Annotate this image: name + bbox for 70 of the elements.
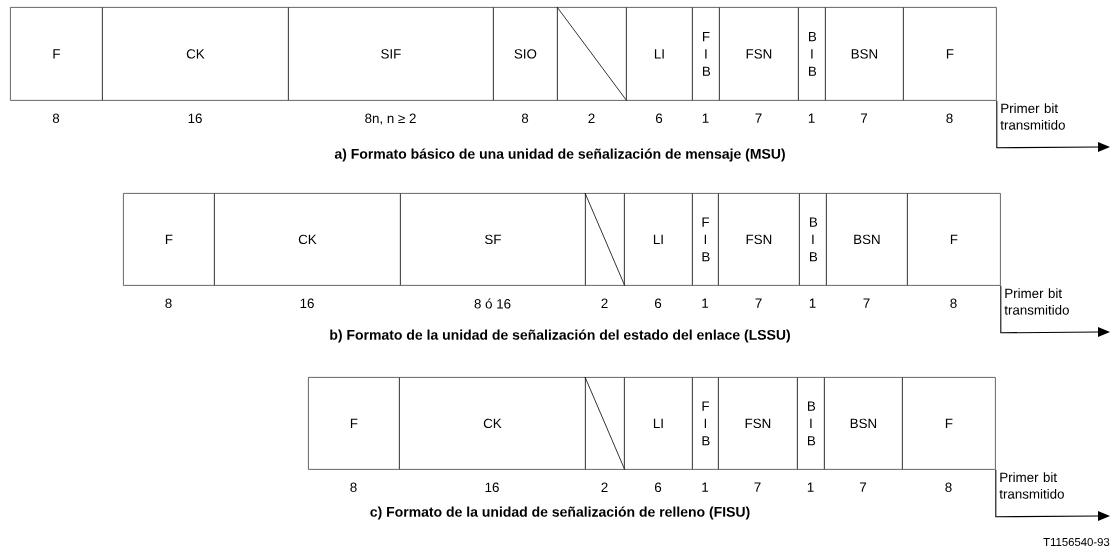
field-cell: LI [626, 7, 693, 101]
field-cell: F [902, 377, 996, 470]
arrow [996, 100, 1110, 152]
edge-label: Primer bit transmitido [1000, 103, 1065, 130]
bit-count: 6 [654, 482, 662, 493]
field-cell: CK [399, 377, 586, 470]
bit-count: 8 [165, 298, 172, 309]
field-cell: FSN [718, 377, 798, 470]
field-cell: CK [102, 7, 289, 101]
bit-count: 8 [52, 113, 60, 124]
bit-count: 8n, n ≥ 2 [365, 113, 416, 125]
bit-count: 1 [702, 298, 709, 308]
hatched-cell [556, 6, 628, 102]
bit-count: 8 ó 16 [474, 298, 511, 309]
bit-count: 1 [809, 298, 816, 308]
bit-count: 16 [485, 482, 499, 493]
bit-count: 2 [601, 298, 608, 308]
field-cell: F I B [692, 377, 719, 470]
field-cell: FSN [718, 193, 800, 286]
bit-count: 8 [350, 482, 357, 493]
bit-count: 1 [808, 113, 815, 123]
field-cell: F [10, 7, 103, 101]
bit-count: 1 [807, 482, 814, 492]
edge-label: Primer bit transmitido [999, 472, 1064, 499]
bit-count: 8 [946, 113, 953, 124]
bit-count: 6 [655, 113, 663, 124]
field-cell: F [907, 193, 1001, 286]
bit-count: 2 [601, 482, 608, 492]
bit-count: 8 [950, 298, 957, 309]
bit-count: 2 [588, 113, 595, 123]
bit-count: 7 [861, 113, 868, 123]
field-cell: SIO [493, 7, 558, 101]
field-cell: B I B [797, 377, 825, 470]
figure-code: T1156540-93 [1043, 538, 1110, 546]
field-cell: CK [214, 193, 401, 286]
field-cell: SIF [288, 7, 494, 101]
field-cell: BSN [824, 377, 903, 470]
bit-count: 7 [755, 113, 762, 123]
field-cell: F [308, 377, 400, 470]
field-cell: FSN [719, 7, 799, 101]
bit-count: 1 [702, 113, 709, 123]
frame-caption: c) Formato de la unidad de señalización de relleno (FISU) [370, 506, 750, 520]
arrow [1000, 285, 1110, 337]
bit-count: 1 [702, 482, 709, 492]
field-cell: F [903, 7, 997, 101]
field-cell: F [123, 193, 215, 286]
hatched-cell [584, 192, 626, 287]
field-cell: LI [624, 193, 693, 286]
bit-count: 6 [654, 298, 662, 309]
bit-count: 7 [863, 298, 870, 308]
field-cell: B I B [799, 193, 827, 286]
field-cell: B I B [798, 7, 826, 101]
arrow [995, 469, 1110, 521]
bit-count: 8 [521, 113, 529, 124]
field-cell: SF [400, 193, 586, 286]
field-cell: F I B [692, 7, 720, 101]
bit-count: 7 [755, 298, 762, 308]
bit-count: 7 [860, 482, 867, 492]
frame-caption: b) Formato de la unidad de señalización del estado del enlace (LSSU) [330, 329, 790, 343]
bit-count: 16 [300, 298, 314, 309]
field-cell: BSN [826, 193, 908, 286]
bit-count: 8 [945, 482, 952, 493]
field-cell: BSN [825, 7, 904, 101]
field-cell: F I B [692, 193, 719, 286]
edge-label: Primer bit transmitido [1004, 288, 1069, 315]
bit-count: 7 [754, 482, 761, 492]
bit-count: 16 [188, 113, 202, 124]
field-cell: LI [624, 377, 693, 470]
hatched-cell [584, 376, 626, 471]
frame-caption: a) Formato básico de una unidad de señalización de mensaje (MSU) [334, 148, 785, 162]
